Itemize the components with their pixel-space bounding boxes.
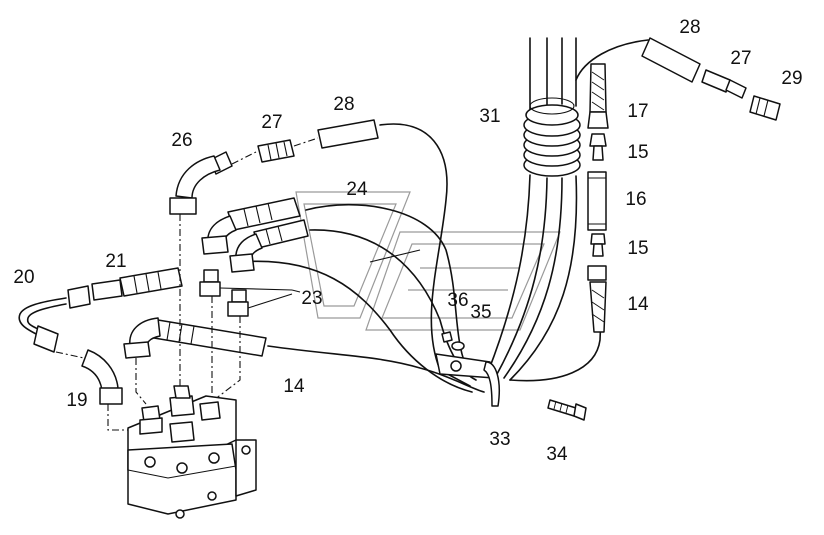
callout-label-c19: 19 [66,390,87,411]
callout-label-c34: 34 [546,444,568,465]
hose-14-left [123,317,267,359]
callout-label-c21: 21 [105,251,126,272]
callout-label-c36: 36 [447,290,468,311]
small-fittings-23 [199,269,293,317]
leader-lines [291,249,421,293]
callout-label-c31: 31 [479,106,500,127]
callout-label-c27b: 27 [261,112,282,133]
quick-coupling-hoses [201,197,309,273]
callout-label-c26: 26 [171,130,192,151]
callout-label-c35: 35 [470,302,491,323]
callout-label-c28b: 28 [333,94,354,115]
pipe-bundle [487,37,578,381]
coupling-and-tube [18,267,183,353]
callout-label-c33: 33 [489,429,510,450]
elbow-19 [81,349,123,405]
alignment-lines [55,137,319,431]
callout-label-c23: 23 [301,288,322,309]
callout-label-c28a: 28 [679,17,700,38]
left-hose-end-fittings [169,119,379,215]
callout-label-c14b: 14 [283,376,305,397]
callout-label-c27a: 27 [730,48,751,69]
fitting-chain [587,63,609,333]
top-right-fittings [641,37,781,121]
callout-label-c16: 16 [625,189,646,210]
clamp-bracket [435,331,587,421]
coil-guard [523,97,581,177]
callout-label-c24: 24 [346,179,368,200]
callout-label-c15a: 15 [627,142,648,163]
callout-label-c15b: 15 [627,238,648,259]
callout-label-c20: 20 [13,267,34,288]
callout-label-c14a: 14 [627,294,649,315]
callout-label-c17: 17 [627,101,648,122]
valve-block [127,385,257,519]
callout-label-c29: 29 [781,68,802,89]
